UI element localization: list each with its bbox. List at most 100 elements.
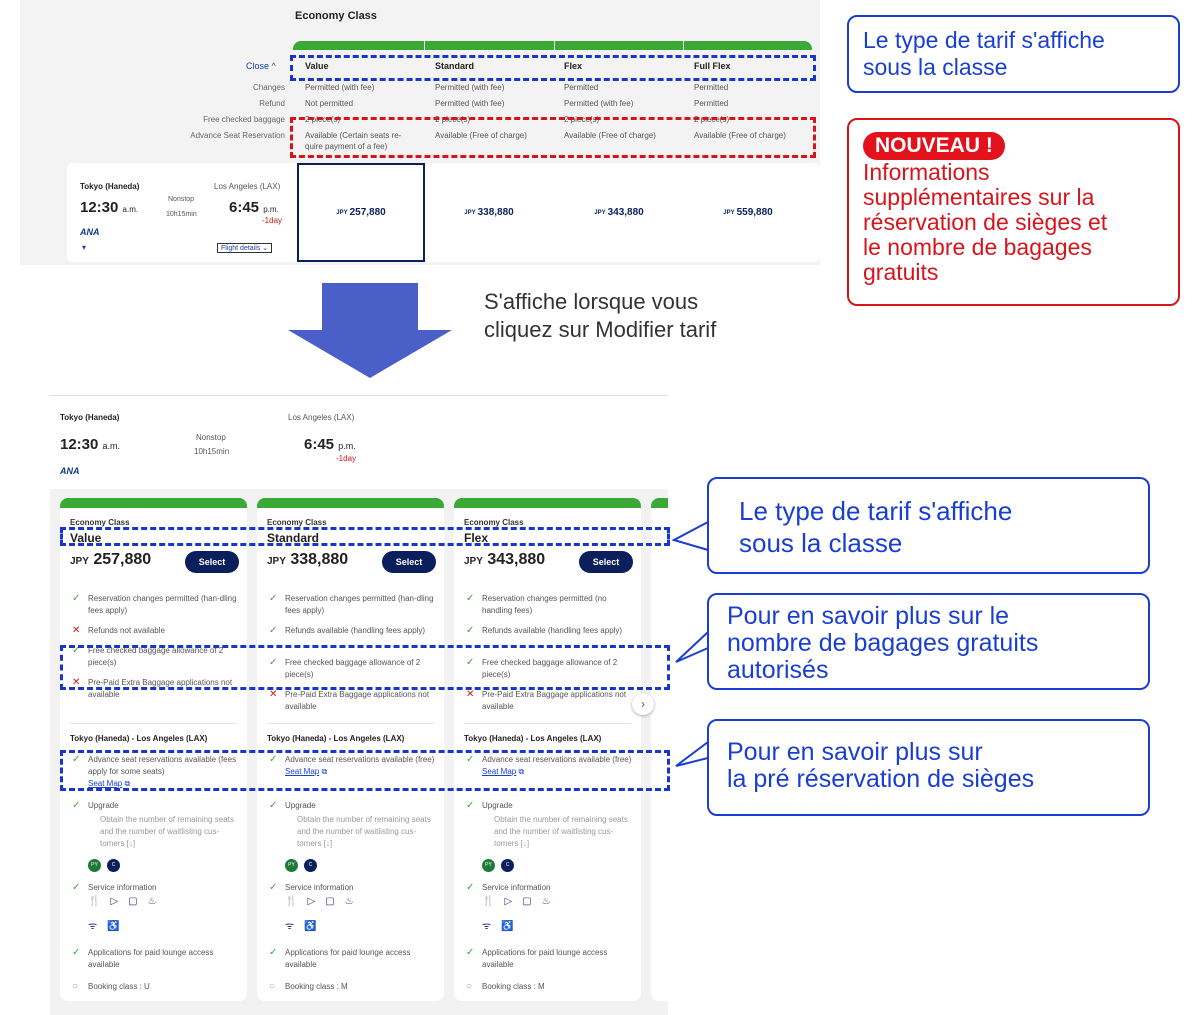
cross-icon: ✕ [72,625,81,636]
seat-map-link[interactable]: Seat Map [482,767,517,776]
external-link-icon: ⧉ [518,767,525,776]
price: 343,880 [607,207,644,218]
circle-icon: ○ [72,981,79,992]
row-label: Changes [252,83,285,92]
row-label: Advance Seat Reservation [190,131,285,140]
upgrade-badges: PY C [88,853,126,872]
card-fare-type: Flex [464,531,489,545]
business-badge-icon: C [107,859,120,872]
check-icon: ✓ [466,593,475,604]
airline-logo: ANA [80,227,100,237]
highlight-fare-type [290,55,816,81]
circle-icon: ○ [466,981,473,992]
feature-extra-baggage: ✕Pre-Paid Extra Baggage applications not… [466,689,627,711]
feature-service: ✓Service information [72,882,157,893]
new-badge: NOUVEAU ! [863,132,1005,160]
highlight-seat [60,750,670,791]
fare-header-3: Full Flex [694,61,731,71]
price: 257,880 [349,207,386,218]
check-icon: ✓ [269,882,278,893]
fare-seat: Available (Certain seats re-quire paymen… [305,131,402,151]
select-button[interactable]: Select [382,551,436,573]
fare-changes: Permitted [564,83,599,92]
row-label: Free checked baggage [203,115,285,124]
business-badge-icon: C [304,859,317,872]
chevron-right-icon[interactable]: › [632,693,654,715]
fare-seat: Available (Free of charge) [564,131,656,140]
service-icons: 🍴▷▢♨ [285,896,364,907]
check-icon: ✓ [72,882,81,893]
fare-changes: Permitted [694,83,729,92]
departure-time: 12:30 a.m. [60,436,121,453]
close-button[interactable]: Close ^ [246,61,276,71]
select-button[interactable]: Select [185,551,239,573]
check-icon: ✓ [72,947,81,958]
check-icon: ✓ [269,800,278,811]
origin: Tokyo (Haneda) [80,182,140,191]
day-offset: -1day [262,216,283,225]
seat-map-link[interactable]: Seat Map [88,779,123,788]
origin: Tokyo (Haneda) [60,413,120,422]
feature-changes: ✓Reservation changes permitted (han-dlin… [269,593,434,615]
price: 559,880 [736,207,773,218]
feature-baggage: ✓Free checked baggage allowance of 2 pie… [269,657,421,679]
fare-header-1: Standard [435,61,475,71]
cross-icon: ✕ [269,689,278,700]
stops: Nonstop [196,433,226,442]
upgrade-badges: PY C [285,853,323,872]
feature-upgrade: ✓Upgrade [269,800,316,811]
arrival-time: 6:45 p.m. [229,199,279,216]
highlight-baggage [60,645,670,690]
check-icon: ✓ [72,754,81,765]
feature-lounge: ✓Applications for paid lounge access ava… [466,947,608,969]
upgrade-desc: Obtain the number of remaining seats and… [494,815,628,848]
wifi-seat-icons: ᯤ♿ [88,921,130,932]
callout-pointers [672,520,709,767]
wifi-seat-icons: ᯤ♿ [482,921,524,932]
check-icon: ✓ [466,754,475,765]
external-link-icon: ⧉ [124,779,131,788]
check-icon: ✓ [466,947,475,958]
upgrade-desc: Obtain the number of remaining seats and… [100,815,234,848]
price: 338,880 [477,207,514,218]
card-route: Tokyo (Haneda) - Los Angeles (LAX) [267,734,405,743]
fare-header-0: Value [305,61,329,71]
fare-seat: Available (Free of charge) [694,131,786,140]
feature-baggage: ✓Free checked baggage allowance of 2 pie… [72,645,224,667]
premium-economy-badge-icon: PY [285,859,298,872]
booking-class: ○Booking class : U [72,981,150,992]
premium-economy-badge-icon: PY [88,859,101,872]
select-button[interactable]: Select [579,551,633,573]
feature-service: ✓Service information [466,882,551,893]
arrow-down-icon [288,283,452,378]
check-icon: ✓ [269,625,278,636]
feature-service: ✓Service information [269,882,354,893]
card-price: JPY 257,880 [70,551,152,568]
external-link-icon: ⧉ [321,767,328,776]
fare-refund: Permitted (with fee) [435,99,505,108]
feature-changes: ✓Reservation changes permitted (no handl… [466,593,607,615]
duration: 10h15min [194,447,230,456]
upgrade-desc: Obtain the number of remaining seats and… [297,815,431,848]
flight-card [67,163,820,262]
feature-lounge: ✓Applications for paid lounge access ava… [269,947,411,969]
fare-changes: Permitted (with fee) [435,83,505,92]
feature-lounge: ✓Applications for paid lounge access ava… [72,947,214,969]
seat-map-link[interactable]: Seat Map [285,767,320,776]
flight-details-button[interactable]: Flight details ⌄ [217,243,273,253]
currency: JPY [594,209,606,216]
booking-class: ○Booking class : M [269,981,348,992]
fare-refund: Permitted (with fee) [564,99,634,108]
check-icon: ✓ [466,882,475,893]
airline-logo: ANA [60,466,80,476]
feature-extra-baggage: ✕Pre-Paid Extra Baggage applications not… [72,677,233,699]
card-price: JPY 343,880 [464,551,546,568]
